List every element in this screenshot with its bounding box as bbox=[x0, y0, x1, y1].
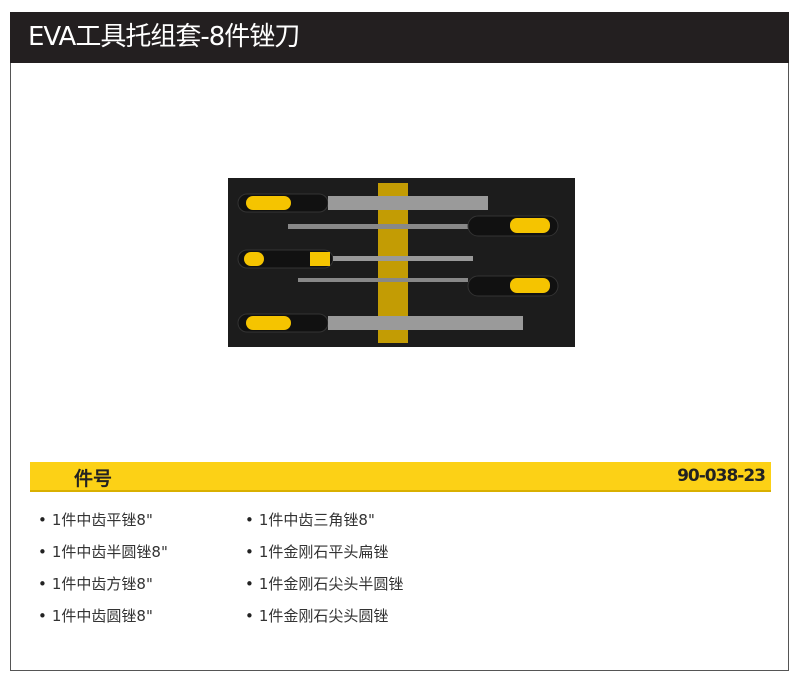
file-5 bbox=[237, 313, 523, 333]
list-item: 1件中齿半圆锉8" bbox=[38, 541, 168, 562]
list-item: 1件中齿方锉8" bbox=[38, 573, 153, 594]
list-item: 1件金刚石平头扁锉 bbox=[245, 541, 389, 562]
list-item: 1件中齿平锉8" bbox=[38, 509, 153, 530]
part-number-label: 件号 bbox=[74, 468, 113, 490]
file-1 bbox=[237, 193, 488, 213]
page-title: EVA工具托组套-8件锉刀 bbox=[10, 12, 789, 63]
file-3 bbox=[237, 249, 473, 269]
part-number-bar: 件号 90-038-23 bbox=[30, 462, 771, 492]
file-4 bbox=[298, 275, 559, 297]
list-item: 1件中齿圆锉8" bbox=[38, 605, 153, 626]
file-2 bbox=[288, 215, 559, 237]
list-item: 1件金刚石尖头圆锉 bbox=[245, 605, 389, 626]
list-item: 1件中齿三角锉8" bbox=[245, 509, 375, 530]
list-item: 1件金刚石尖头半圆锉 bbox=[245, 573, 404, 594]
file-set-tray-image bbox=[228, 178, 575, 347]
part-number-value: 90-038-23 bbox=[677, 466, 766, 486]
